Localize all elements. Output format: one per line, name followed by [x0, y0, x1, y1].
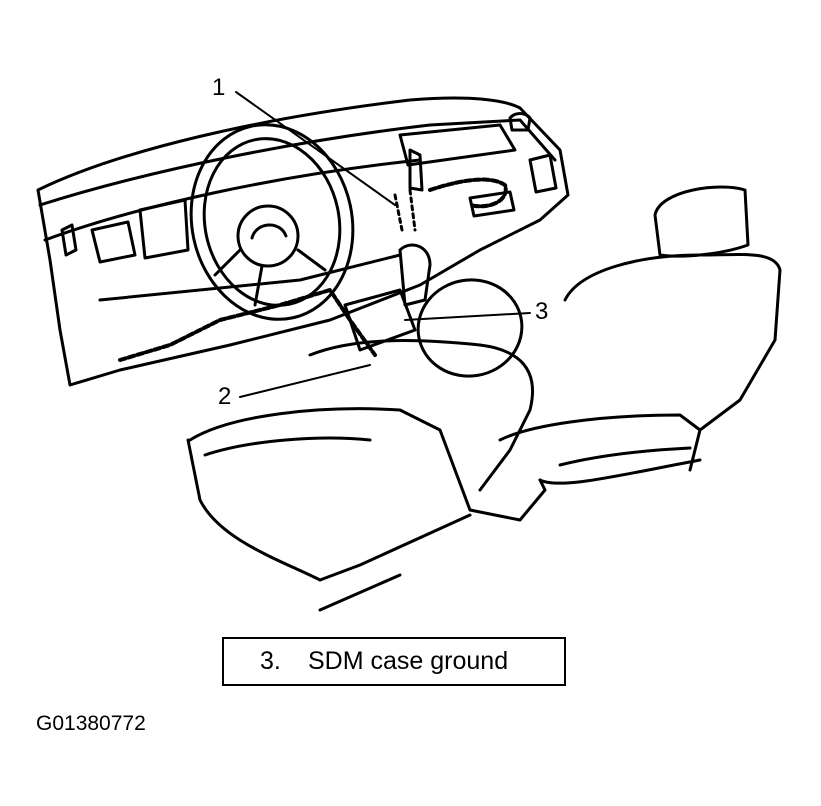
callout-1: 1 [212, 74, 226, 101]
headrest [653, 185, 750, 258]
steering-wheel [189, 123, 355, 321]
legend-text: SDM case ground [308, 647, 509, 675]
callout-2: 2 [218, 383, 232, 410]
wiring-harness [118, 177, 508, 362]
vehicle-interior-illustration [36, 91, 782, 612]
legend-box: 3. SDM case ground [222, 637, 566, 686]
leader-line-3 [404, 312, 531, 321]
glovebox-lid [398, 123, 517, 167]
legend-number: 3. [260, 647, 281, 675]
headrest [416, 278, 524, 378]
figure-id: G01380772 [36, 712, 146, 735]
leader-line-1 [235, 91, 396, 206]
leader-line-2 [239, 364, 371, 398]
airbag-module [236, 204, 300, 268]
callout-3: 3 [535, 298, 549, 325]
leader-lines [235, 91, 531, 398]
center-console [343, 148, 432, 352]
passenger-seat [468, 185, 782, 522]
driver-seat [186, 278, 535, 612]
dashboard [36, 96, 570, 387]
